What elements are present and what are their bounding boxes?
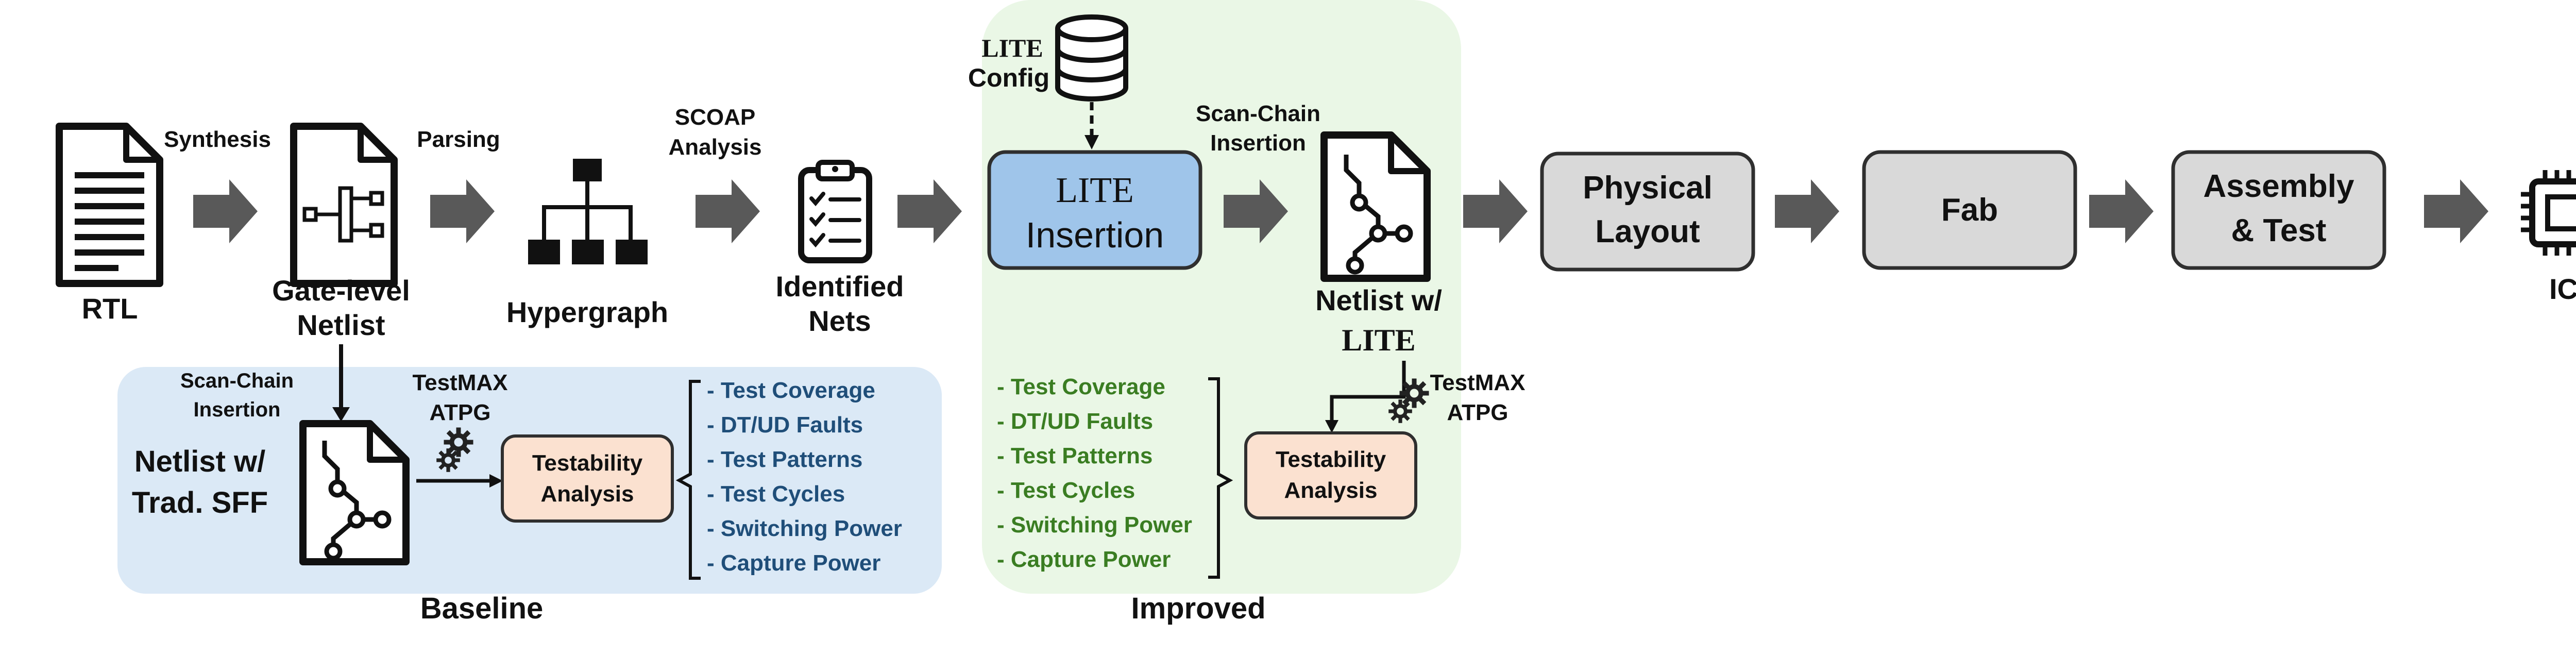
testability-improved-2: Analysis xyxy=(1284,478,1378,503)
assembly-label-2: & Test xyxy=(2231,213,2327,248)
testability-baseline-2: Analysis xyxy=(541,481,634,507)
gate-level-label-2: Netlist xyxy=(297,309,385,341)
assembly-test-box xyxy=(2171,150,2386,270)
metric-item: - Capture Power xyxy=(707,550,880,576)
gate-to-sff-arrowhead xyxy=(332,407,350,422)
netlist-sff-label-2: Trad. SFF xyxy=(132,486,268,519)
lite-config-label-2: Config xyxy=(968,63,1049,92)
testmax-improved-2: ATPG xyxy=(1447,400,1509,425)
arrow-parsing xyxy=(430,179,495,243)
scan-chain-label-2: Insertion xyxy=(1210,130,1306,156)
synthesis-label: Synthesis xyxy=(164,127,271,152)
baseline-title: Baseline xyxy=(420,592,544,625)
metric-item: - Test Coverage xyxy=(997,374,1165,399)
netlist-lite-label-2: LITE xyxy=(1342,323,1415,357)
sff-to-analysis-arrowhead xyxy=(489,474,503,488)
testability-improved-1: Testability xyxy=(1276,447,1386,472)
metric-item: - Capture Power xyxy=(997,547,1171,572)
rtl-document-icon xyxy=(56,123,163,287)
lite-insertion-label-2: Insertion xyxy=(1026,215,1164,255)
metric-item: - Test Patterns xyxy=(707,447,862,472)
arrow-to-assembly xyxy=(2089,179,2154,243)
metric-item: - DT/UD Faults xyxy=(707,412,863,438)
testmax-baseline-2: ATPG xyxy=(430,400,491,425)
identified-label-1: Identified xyxy=(776,270,904,303)
hypergraph-icon xyxy=(528,159,648,264)
lite-to-analysis-arrow xyxy=(1330,361,1406,420)
baseline-brace xyxy=(675,380,701,580)
metric-item: - Test Cycles xyxy=(997,478,1135,503)
ic-chip-icon xyxy=(2521,170,2576,256)
scoap-label-2: Analysis xyxy=(669,135,762,160)
parsing-label: Parsing xyxy=(417,127,500,152)
lite-insertion-box xyxy=(987,150,1202,270)
improved-title: Improved xyxy=(1131,592,1265,625)
netlist-lite-icon xyxy=(1320,131,1431,282)
netlist-sff-label-1: Netlist w/ xyxy=(134,445,266,478)
testmax-baseline-1: TestMAX xyxy=(413,370,508,395)
metrics-baseline-list: - Test Coverage - DT/UD Faults - Test Patt… xyxy=(707,378,902,576)
config-arrowhead xyxy=(1084,135,1099,149)
fab-box xyxy=(1862,150,2077,270)
scan-chain-label-1: Scan-Chain xyxy=(1196,101,1320,126)
arrow-to-fab xyxy=(1775,179,1839,243)
gate-level-netlist-icon xyxy=(290,123,398,287)
scan-chain-baseline-1: Scan-Chain xyxy=(180,370,294,392)
hypergraph-label: Hypergraph xyxy=(506,296,668,328)
arrow-scoap xyxy=(696,179,760,243)
improved-brace xyxy=(1208,377,1233,579)
identified-label-2: Nets xyxy=(808,305,871,337)
physical-layout-box xyxy=(1540,152,1755,272)
lite-insertion-label-1: LITE xyxy=(1056,171,1134,210)
testmax-improved-1: TestMAX xyxy=(1430,370,1526,395)
metric-item: - DT/UD Faults xyxy=(997,409,1153,434)
netlist-sff-icon xyxy=(299,420,410,565)
arrow-synthesis xyxy=(193,179,258,243)
lite-config-label-1: LITE xyxy=(981,33,1043,62)
physical-label-2: Layout xyxy=(1595,214,1700,249)
arrow-to-physical xyxy=(1463,179,1528,243)
testability-baseline-1: Testability xyxy=(532,450,643,476)
testability-baseline-box xyxy=(501,434,674,523)
metric-item: - Switching Power xyxy=(997,512,1192,538)
scoap-label-1: SCOAP xyxy=(675,105,755,130)
metric-item: - Test Coverage xyxy=(707,378,875,403)
metric-item: - Test Cycles xyxy=(707,481,845,507)
rtl-label: RTL xyxy=(82,292,138,325)
ic-label: IC xyxy=(2549,273,2576,305)
clipboard-checklist-icon xyxy=(798,160,872,263)
arrow-to-lite xyxy=(897,179,962,243)
metrics-improved-list: - Test Coverage - DT/UD Faults - Test Patt… xyxy=(997,374,1192,572)
metric-item: - Switching Power xyxy=(707,516,902,541)
testability-improved-box xyxy=(1244,431,1417,519)
netlist-lite-label-1: Netlist w/ xyxy=(1315,284,1442,316)
assembly-label-1: Assembly xyxy=(2204,169,2354,204)
fab-label: Fab xyxy=(1941,192,1998,228)
gate-level-label-1: Gate-level xyxy=(272,274,410,307)
lite-to-analysis-arrowhead xyxy=(1325,420,1338,433)
database-icon xyxy=(1055,14,1128,102)
arrow-to-ic xyxy=(2424,179,2488,243)
scan-chain-baseline-2: Insertion xyxy=(194,398,281,421)
metric-item: - Test Patterns xyxy=(997,443,1153,468)
physical-label-1: Physical xyxy=(1583,170,1713,206)
